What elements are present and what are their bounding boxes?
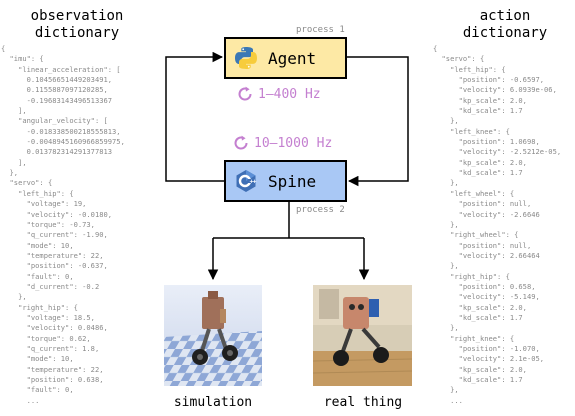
observation-code: { "imu": { "linear_acceleration": [ 0.10…: [1, 44, 125, 405]
python-logo-icon: [235, 47, 257, 69]
spine-box: + + Spine: [224, 160, 347, 202]
spine-frequency: 10–1000 Hz: [232, 134, 332, 152]
svg-text:+: +: [252, 179, 257, 185]
spine-frequency-text: 10–1000 Hz: [254, 135, 333, 151]
action-title-line2: dictionary: [462, 25, 548, 41]
spine-process-label: process 2: [296, 205, 345, 215]
observation-title: observation dictionary: [12, 8, 142, 42]
real-robot-image: [313, 285, 412, 386]
spine-to-agent-arrow: [165, 51, 224, 182]
cpp-logo-icon: + +: [236, 170, 257, 192]
action-title-line1: action: [479, 8, 531, 24]
refresh-cycle-icon: [234, 135, 248, 150]
spine-label: Spine: [268, 171, 317, 191]
action-title: action dictionary: [440, 8, 570, 42]
agent-to-spine-arrow: [347, 56, 409, 187]
agent-label: Agent: [268, 48, 317, 68]
observation-title-line2: dictionary: [34, 25, 120, 41]
agent-box: Agent: [224, 37, 347, 79]
real-caption: real thing: [323, 395, 403, 410]
observation-title-line1: observation: [30, 8, 124, 24]
agent-process-label: process 1: [296, 25, 345, 35]
refresh-cycle-icon: [238, 86, 252, 101]
agent-frequency: 1–400 Hz: [236, 85, 321, 103]
svg-text:+: +: [249, 179, 254, 185]
action-code: { "servo": { "left_hip": { "position": -…: [433, 44, 562, 405]
agent-frequency-text: 1–400 Hz: [258, 86, 321, 102]
simulation-image: [164, 285, 262, 386]
simulation-caption: simulation: [173, 395, 253, 410]
